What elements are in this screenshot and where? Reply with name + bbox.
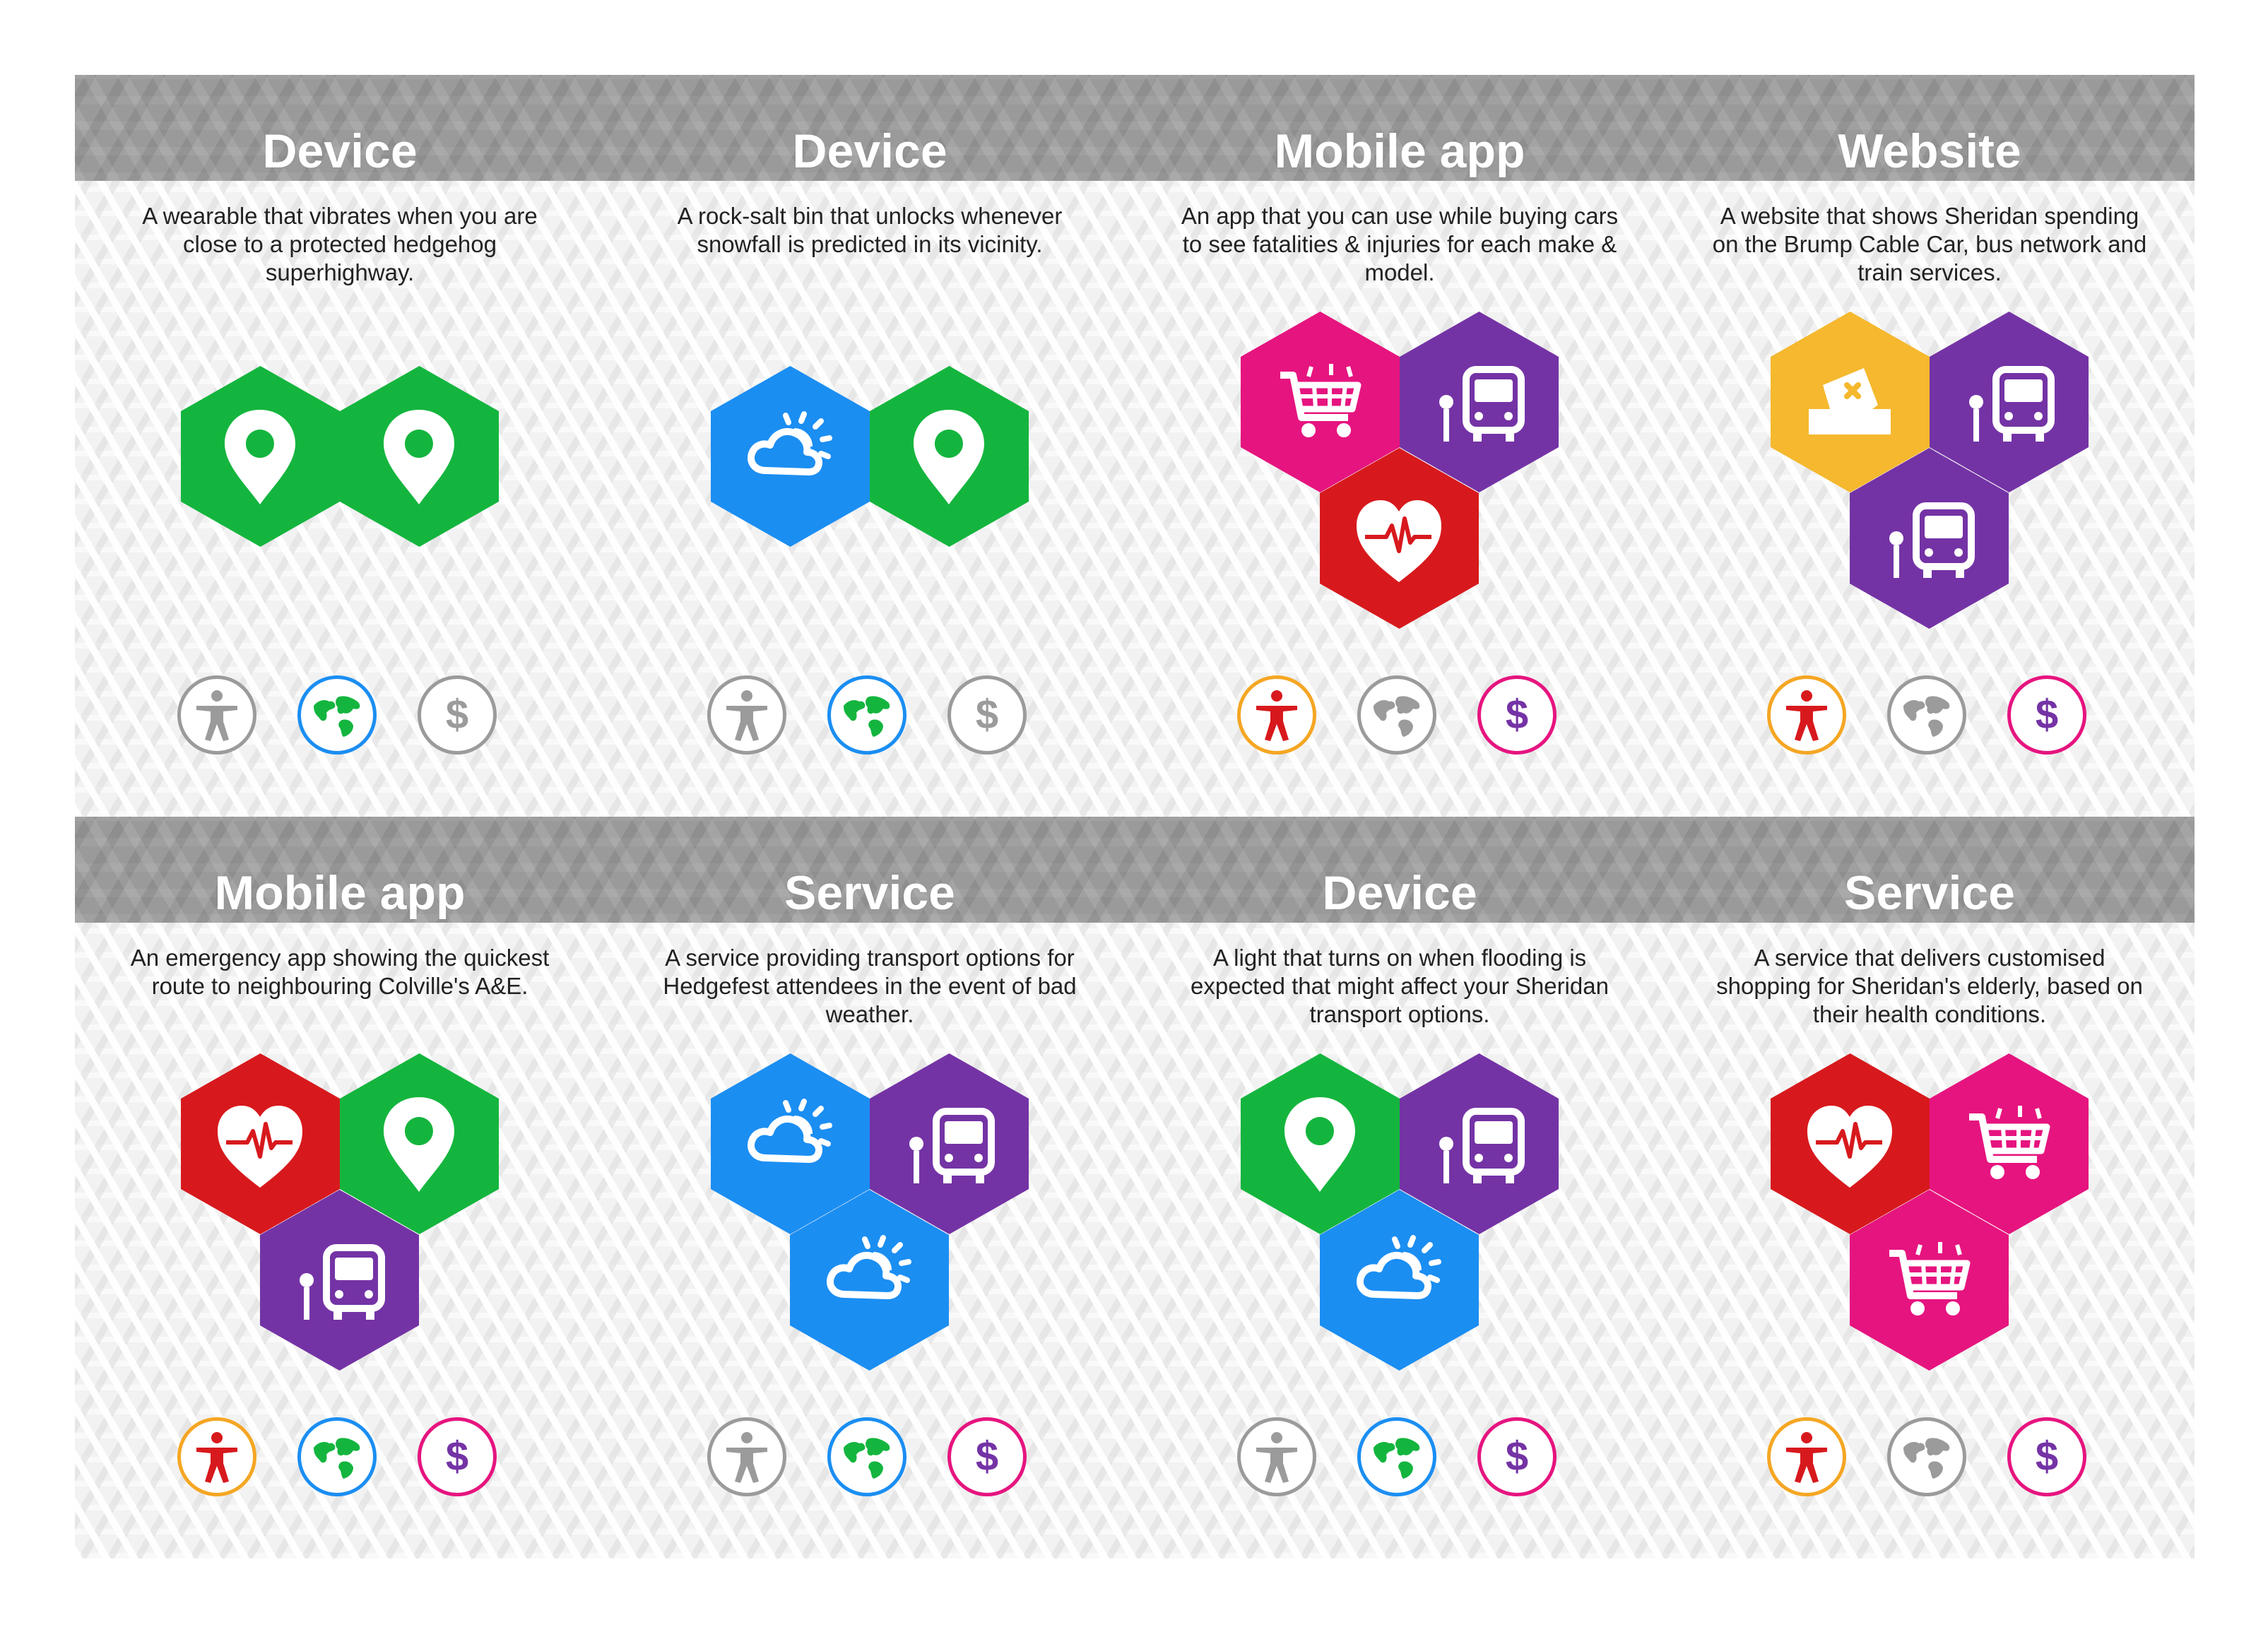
dollar-icon (2007, 1417, 2086, 1496)
accessibility-icon (177, 675, 256, 755)
card-description: A service that delivers customised shopp… (1716, 945, 2143, 1027)
hex-cluster (75, 817, 605, 1559)
hex-cluster (75, 75, 605, 817)
accessibility-icon (177, 1417, 256, 1496)
card-panel (75, 923, 2195, 1559)
dollar-icon (947, 1417, 1027, 1496)
globe-icon (1357, 1417, 1436, 1496)
hex-cluster (605, 817, 1135, 1559)
header-band (75, 817, 2195, 923)
card-description: A wearable that vibrates when you are cl… (142, 203, 538, 285)
location-pin-icon (870, 366, 1029, 547)
idea-card: Mobile app An emergency app showing the … (75, 817, 605, 1559)
globe-icon (297, 1417, 377, 1496)
accessibility-icon (1237, 1417, 1316, 1496)
idea-card: Service A service providing transport op… (605, 817, 1135, 1559)
card-description: A light that turns on when flooding is e… (1191, 945, 1609, 1027)
bus-stop-icon (1850, 448, 2009, 629)
card-row-1: Device A wearable that vibrates when you… (75, 75, 2195, 817)
globe-icon (827, 675, 906, 755)
idea-card: Service A service that delivers customis… (1665, 817, 2195, 1559)
header-band (75, 75, 2195, 181)
location-pin-icon (340, 366, 499, 547)
accessibility-icon (707, 1417, 786, 1496)
card-title: Device (1322, 866, 1477, 920)
globe-icon (1357, 675, 1436, 755)
hex-cluster (1665, 817, 2195, 1559)
dollar-icon (2007, 675, 2086, 755)
idea-card: Device A rock-salt bin that unlocks when… (605, 75, 1135, 817)
hex-cluster (1135, 75, 1665, 817)
globe-icon (297, 675, 377, 755)
hex-cluster (1135, 817, 1665, 1559)
accessibility-icon (1767, 675, 1846, 755)
impact-badges (605, 1417, 1135, 1509)
impact-badges (1135, 675, 1665, 767)
card-description: An app that you can use while buying car… (1181, 203, 1619, 285)
dollar-icon (1477, 1417, 1557, 1496)
idea-card: Device A light that turns on when floodi… (1135, 817, 1665, 1559)
card-title: Website (1838, 124, 2021, 178)
card-title: Mobile app (1274, 124, 1525, 178)
card-title: Device (262, 124, 418, 178)
dollar-icon (947, 675, 1027, 755)
hex-cluster (605, 75, 1135, 817)
card-title: Mobile app (214, 866, 466, 920)
card-description: An emergency app showing the quickest ro… (130, 945, 550, 999)
card-description: A rock-salt bin that unlocks whenever sn… (677, 203, 1063, 257)
impact-badges (1665, 675, 2195, 767)
globe-icon (827, 1417, 906, 1496)
idea-card: Mobile app An app that you can use while… (1135, 75, 1665, 817)
impact-badges (75, 1417, 605, 1509)
hex-cluster (1665, 75, 2195, 817)
card-description: A website that shows Sheridan spending o… (1712, 203, 2147, 285)
impact-badges (1135, 1417, 1665, 1509)
innovation-cards-sheet: Device A wearable that vibrates when you… (75, 75, 2195, 1559)
card-title: Service (1844, 866, 2015, 920)
card-row-2: Mobile app An emergency app showing the … (75, 817, 2195, 1559)
accessibility-icon (1767, 1417, 1846, 1496)
idea-card: Device A wearable that vibrates when you… (75, 75, 605, 817)
weather-icon (711, 366, 870, 547)
globe-icon (1887, 675, 1966, 755)
card-title: Service (784, 866, 955, 920)
dollar-icon (418, 1417, 497, 1496)
impact-badges (1665, 1417, 2195, 1509)
idea-card: Website A website that shows Sheridan sp… (1665, 75, 2195, 817)
card-title: Device (792, 124, 947, 178)
accessibility-icon (1237, 675, 1316, 755)
globe-icon (1887, 1417, 1966, 1496)
health-heart-icon (1320, 448, 1479, 629)
impact-badges (75, 675, 605, 767)
card-description: A service providing transport options fo… (663, 945, 1077, 1027)
accessibility-icon (707, 675, 786, 755)
dollar-icon (418, 675, 497, 755)
location-pin-icon (181, 366, 340, 547)
impact-badges (605, 675, 1135, 767)
dollar-icon (1477, 675, 1557, 755)
